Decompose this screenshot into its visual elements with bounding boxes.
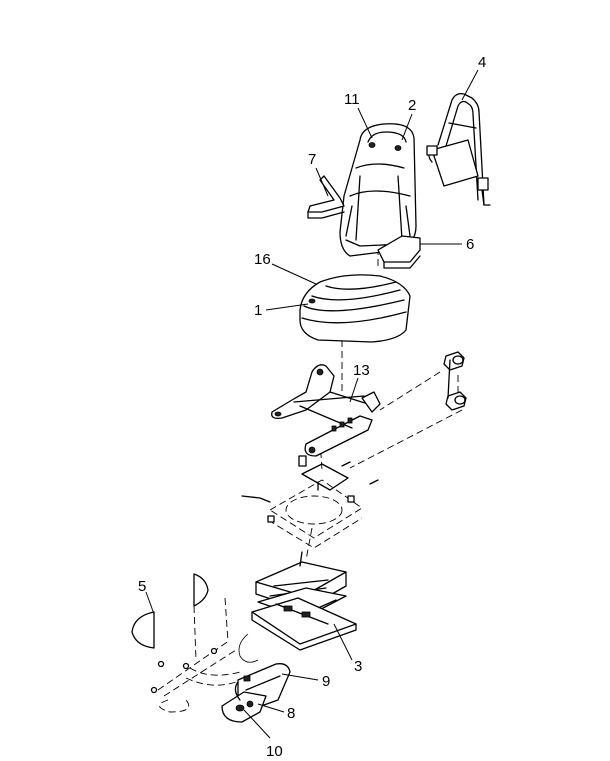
callout-8: 8 [287, 705, 295, 722]
callout-2: 2 [408, 97, 416, 114]
callout-13: 13 [353, 362, 370, 379]
callout-6: 6 [466, 236, 474, 253]
callouts: 11 2 4 7 6 16 1 13 5 3 9 8 10 [138, 54, 486, 760]
seat-back-assembly [307, 123, 421, 269]
callout-10: 10 [266, 743, 283, 760]
grab-rail-part-4 [426, 92, 491, 206]
control-harness [150, 633, 291, 723]
seat-cushion-part-1 [299, 274, 411, 343]
callout-16: 16 [254, 251, 271, 268]
callout-1: 1 [254, 302, 262, 319]
callout-9: 9 [322, 673, 330, 690]
callout-5: 5 [138, 578, 146, 595]
cover-part-5 [131, 573, 209, 668]
callout-11: 11 [344, 91, 360, 108]
leader-lines [145, 69, 479, 739]
suspension-base-part-3 [251, 551, 357, 651]
callout-4: 4 [478, 54, 486, 71]
callout-7: 7 [308, 151, 316, 168]
mounting-hardware [298, 351, 467, 485]
swivel-plate [241, 463, 363, 549]
seat-slide-part-13 [271, 364, 381, 457]
callout-3: 3 [354, 658, 362, 675]
